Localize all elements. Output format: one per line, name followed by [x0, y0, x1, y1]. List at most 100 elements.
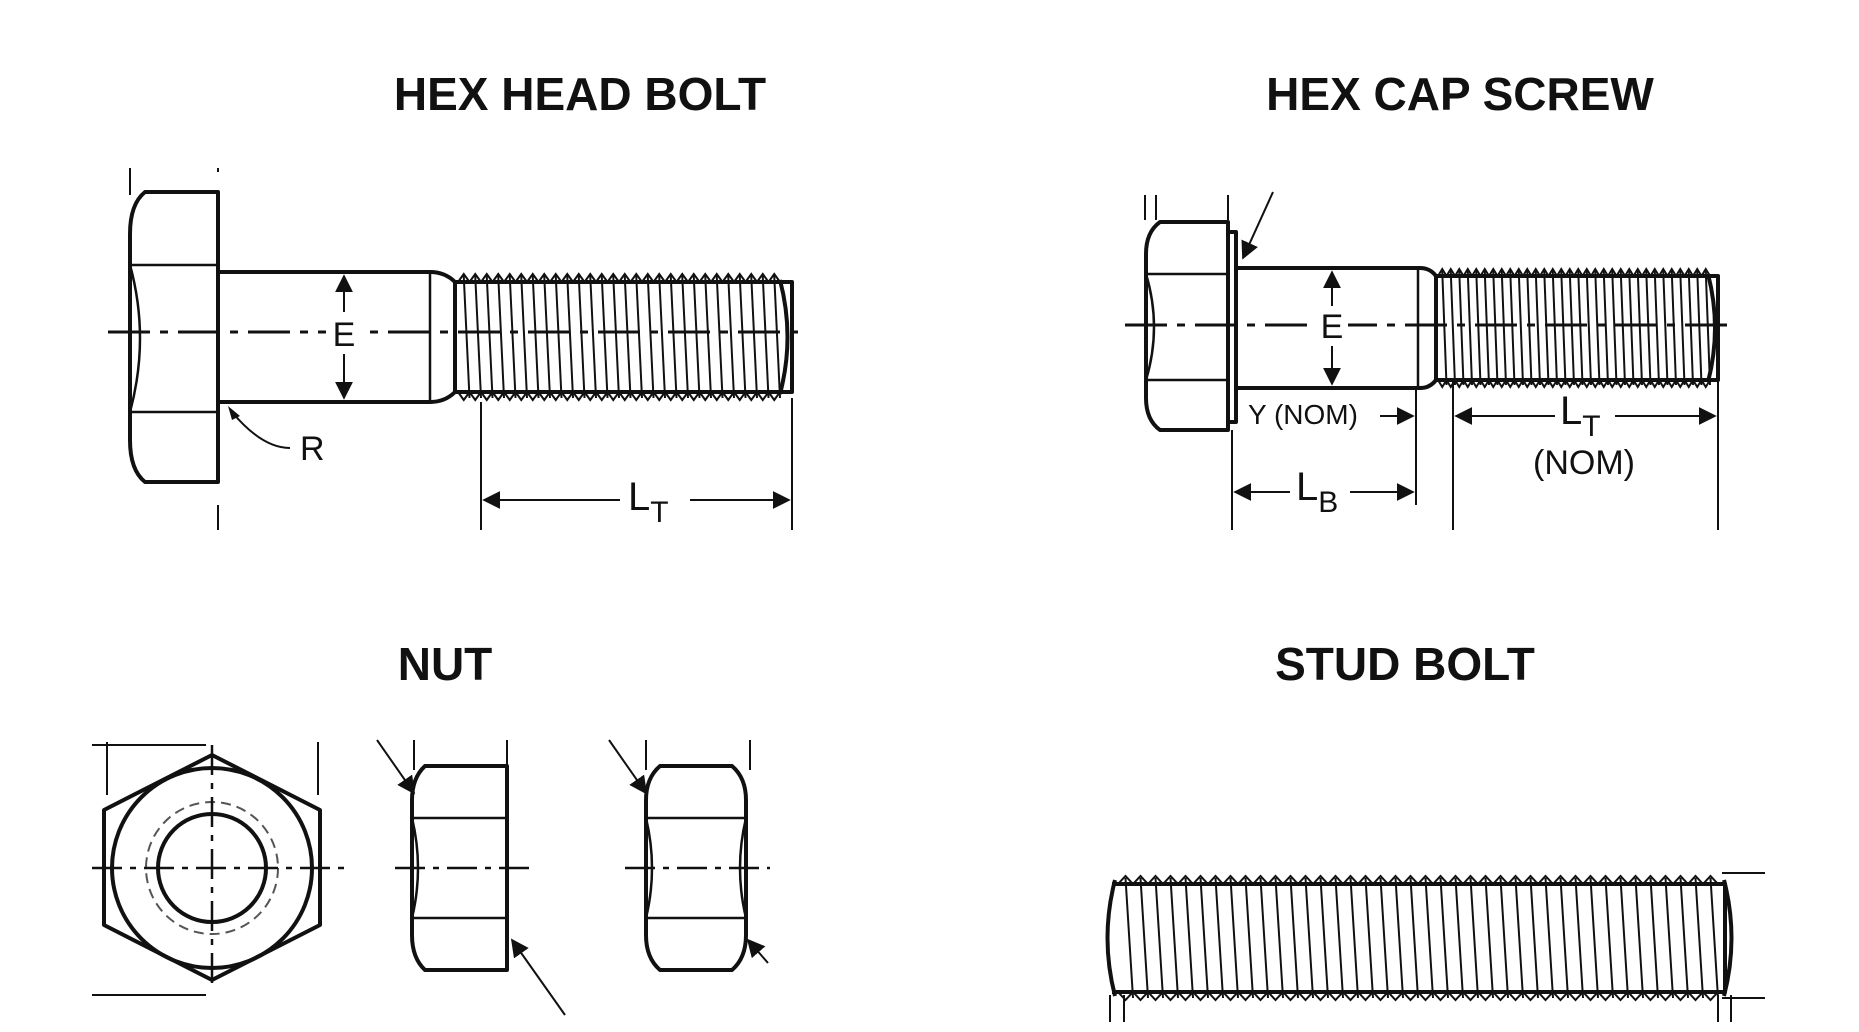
thread-flank-line	[1670, 270, 1677, 386]
thread-flank-line	[1574, 877, 1584, 999]
thread-flank-line	[1577, 270, 1584, 386]
thread-flank-line	[1628, 270, 1635, 386]
thread-flank-line	[589, 275, 597, 399]
thread-flank-line	[1568, 270, 1575, 386]
thread-flank-line	[1636, 270, 1643, 386]
thread-flank-line	[761, 275, 770, 399]
hex-cap-screw-title: HEX CAP SCREW	[1266, 68, 1654, 120]
bolt-shank	[218, 270, 457, 404]
thread-flank-line	[1560, 270, 1567, 386]
thread-flank-line	[1534, 270, 1541, 386]
thread-flank-line	[623, 275, 632, 399]
thread-flank-line	[1454, 877, 1464, 999]
thread-flank-line	[658, 275, 666, 399]
thread-flank-line	[1499, 877, 1509, 999]
thread-flank-line	[474, 275, 482, 399]
screw-lt-nom-label: (NOM)	[1533, 444, 1635, 482]
thread-flank-line	[1169, 877, 1179, 999]
thread-flank-line	[1526, 270, 1533, 386]
thread-flank-line	[1662, 270, 1669, 386]
thread-flank-line	[1424, 877, 1434, 999]
thread-flank-line	[1409, 877, 1419, 999]
thread-flank-line	[1364, 877, 1374, 999]
screw-head	[1144, 220, 1230, 432]
thread-flank-line	[1602, 270, 1609, 386]
bolt-r-label: R	[300, 430, 325, 468]
thread-flank-line	[1199, 877, 1209, 999]
hex-head-bolt-title: HEX HEAD BOLT	[394, 68, 766, 120]
thread-flank-line	[681, 275, 689, 399]
thread-flank-line	[1394, 877, 1404, 999]
thread-flank-line	[485, 275, 494, 399]
thread-flank-line	[646, 275, 655, 399]
thread-flank-line	[1466, 270, 1473, 386]
thread-flank-line	[1483, 270, 1490, 386]
thread-flank-line	[1509, 270, 1516, 386]
thread-flank-line	[1544, 877, 1554, 999]
bolt-thread	[455, 272, 794, 402]
thread-flank-line	[1244, 877, 1254, 999]
thread-flank-line	[1334, 877, 1344, 999]
thread-flank-line	[773, 275, 781, 399]
thread-flank-line	[1475, 270, 1482, 386]
thread-flank-line	[1709, 877, 1719, 999]
nut-drawing	[92, 739, 770, 1016]
thread-flank-line	[1184, 877, 1194, 999]
screw-lb-label: LB	[1296, 465, 1338, 519]
stud-bolt-drawing	[1105, 872, 1765, 1022]
thread-flank-line	[1619, 877, 1629, 999]
thread-flank-line	[1589, 877, 1599, 999]
thread-flank-line	[520, 275, 528, 399]
thread-flank-line	[750, 275, 758, 399]
thread-flank-line	[1139, 877, 1149, 999]
thread-flank-line	[1687, 270, 1694, 386]
nut-side-view-1	[376, 739, 566, 1016]
thread-flank-line	[1514, 877, 1524, 999]
thread-flank-line	[1319, 877, 1329, 999]
thread-flank-line	[1694, 877, 1704, 999]
thread-flank-line	[1449, 270, 1456, 386]
thread-flank-line	[1379, 877, 1389, 999]
nut-title: NUT	[398, 638, 493, 690]
thread-flank-line	[1679, 270, 1686, 386]
bolt-e-label: E	[333, 316, 356, 354]
nut-side-view-2	[608, 739, 770, 972]
thread-flank-line	[1441, 270, 1448, 386]
thread-flank-line	[1439, 877, 1449, 999]
bolt-head	[128, 190, 220, 484]
thread-flank-line	[1619, 270, 1626, 386]
screw-shank	[1236, 266, 1438, 390]
thread-flank-line	[1604, 877, 1614, 999]
thread-flank-line	[1634, 877, 1644, 999]
thread-flank-line	[497, 275, 505, 399]
screw-thread	[1436, 267, 1720, 389]
thread-flank-line	[1649, 877, 1659, 999]
thread-flank-line	[1229, 877, 1239, 999]
thread-flank-line	[727, 275, 735, 399]
thread-flank-line	[1458, 270, 1465, 386]
thread-flank-line	[462, 275, 471, 399]
thread-flank-line	[1274, 877, 1284, 999]
thread-flank-line	[1214, 877, 1224, 999]
thread-flank-line	[1304, 877, 1314, 999]
thread-flank-line	[508, 275, 517, 399]
thread-flank-line	[600, 275, 609, 399]
thread-flank-line	[1585, 270, 1592, 386]
thread-flank-line	[612, 275, 620, 399]
thread-flank-line	[1124, 877, 1134, 999]
thread-flank-line	[1645, 270, 1652, 386]
thread-flank-line	[1529, 877, 1539, 999]
thread-flank-line	[566, 275, 574, 399]
thread-flank-line	[543, 275, 551, 399]
thread-flank-line	[1679, 877, 1689, 999]
thread-flank-line	[1664, 877, 1674, 999]
screw-lt-label: LT	[1560, 389, 1601, 443]
thread-flank-line	[1517, 270, 1524, 386]
thread-flank-line	[1484, 877, 1494, 999]
thread-flank-line	[635, 275, 643, 399]
thread-flank-line	[554, 275, 563, 399]
thread-flank-line	[1543, 270, 1550, 386]
screw-e-label: E	[1321, 308, 1344, 346]
thread-flank-line	[715, 275, 724, 399]
